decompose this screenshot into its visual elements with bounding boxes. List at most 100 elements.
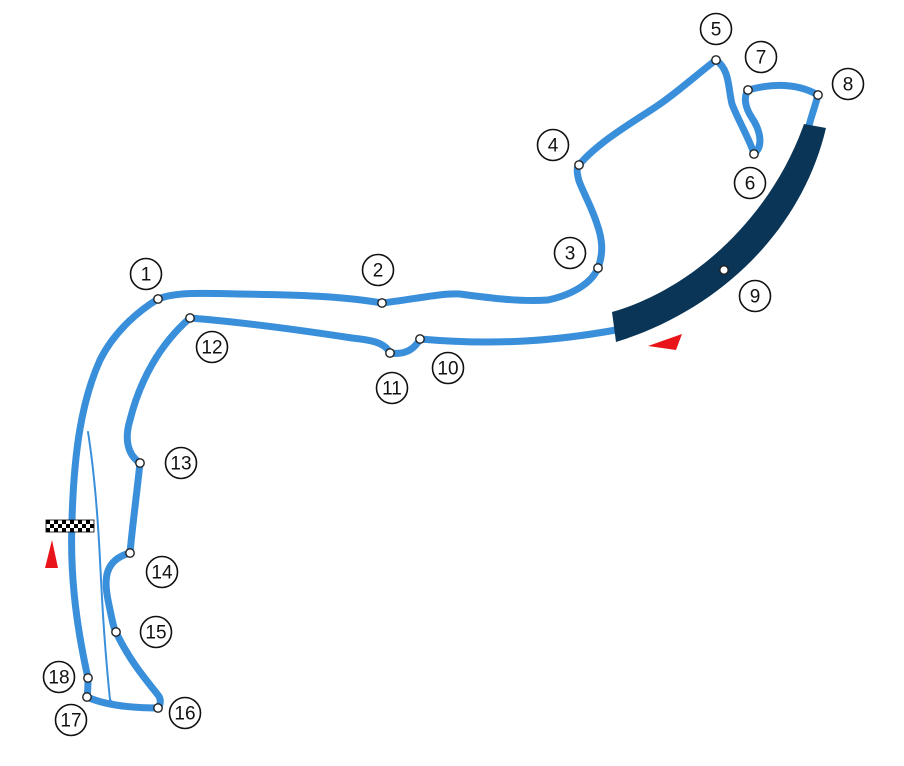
checker-square: [86, 524, 90, 528]
checker-square: [70, 524, 74, 528]
checker-square: [66, 524, 70, 528]
corner-node-15: [111, 627, 121, 637]
corner-label-circle: [831, 67, 865, 101]
corner-label-text: 14: [151, 563, 173, 584]
corner-node-12: [185, 313, 195, 323]
checker-square: [50, 528, 54, 532]
corner-label-text: 5: [711, 20, 722, 41]
corner-label-3: 3: [553, 236, 587, 270]
corner-label-circle: [536, 128, 570, 162]
corner-label-text: 15: [145, 623, 166, 644]
corner-label-circle: [42, 660, 76, 694]
checker-square: [54, 520, 58, 524]
corner-node-7: [743, 85, 753, 95]
corner-node-9: [719, 265, 729, 275]
corner-label-circle: [168, 696, 202, 730]
corner-label-text: 4: [548, 136, 559, 157]
corner-label-7: 7: [744, 40, 778, 74]
checker-square: [70, 528, 74, 532]
corner-node-14: [125, 548, 135, 558]
corner-node-11: [385, 348, 395, 358]
corner-label-circle: [145, 555, 179, 589]
checker-square: [74, 524, 78, 528]
checker-square: [54, 524, 58, 528]
direction-marker-icon: [45, 540, 58, 568]
checker-square: [62, 524, 66, 528]
corner-label-circle: [139, 615, 173, 649]
corner-label-text: 16: [174, 704, 195, 725]
pit-lane: [87, 431, 123, 706]
checker-square: [46, 524, 50, 528]
checker-square: [78, 528, 82, 532]
corner-label-circle: [738, 279, 772, 313]
corner-label-text: 13: [170, 454, 191, 475]
checker-square: [50, 520, 54, 524]
corner-label-text: 7: [756, 48, 767, 69]
checker-border: [45, 519, 95, 533]
corner-node-3: [593, 263, 603, 273]
corner-label-circle: [361, 253, 395, 287]
corner-node-1: [153, 294, 163, 304]
checker-square: [54, 528, 58, 532]
checker-square: [46, 528, 50, 532]
corner-node-4: [574, 160, 584, 170]
corner-label-6: 6: [733, 166, 767, 200]
corner-nodes: [82, 55, 823, 713]
tunnel-section: [612, 124, 826, 342]
checker-square: [70, 520, 74, 524]
corner-label-18: 18: [42, 660, 76, 694]
corner-node-16: [153, 703, 163, 713]
checker-square: [66, 520, 70, 524]
corner-label-text: 8: [843, 75, 854, 96]
corner-label-4: 4: [536, 128, 570, 162]
corner-label-circle: [733, 166, 767, 200]
corner-label-text: 12: [201, 338, 222, 359]
corner-label-text: 10: [437, 359, 458, 380]
checker-square: [86, 528, 90, 532]
corner-label-text: 3: [565, 244, 576, 265]
checker-square: [66, 528, 70, 532]
corner-label-text: 9: [750, 287, 761, 308]
corner-label-circle: [431, 351, 465, 385]
corner-node-10: [415, 334, 425, 344]
corner-node-8: [813, 90, 823, 100]
checker-square: [90, 524, 94, 528]
corner-label-11: 11: [375, 371, 409, 405]
corner-label-16: 16: [168, 696, 202, 730]
corner-node-13: [135, 458, 145, 468]
corner-label-12: 12: [195, 330, 229, 364]
corner-node-5: [711, 55, 721, 65]
corner-label-text: 18: [48, 668, 69, 689]
corner-label-8: 8: [831, 67, 865, 101]
corner-label-1: 1: [129, 257, 163, 291]
corner-label-text: 6: [745, 174, 756, 195]
corner-label-17: 17: [54, 703, 88, 737]
checker-square: [82, 528, 86, 532]
checker-square: [78, 520, 82, 524]
checker-square: [74, 520, 78, 524]
checker-square: [74, 528, 78, 532]
corner-node-17: [82, 692, 92, 702]
checker-square: [58, 524, 62, 528]
checker-square: [62, 520, 66, 524]
corner-label-13: 13: [164, 446, 198, 480]
corner-label-text: 2: [373, 261, 384, 282]
corner-label-circle: [164, 446, 198, 480]
corner-node-6: [749, 149, 759, 159]
checker-square: [78, 524, 82, 528]
corner-label-circle: [699, 12, 733, 46]
corner-label-text: 11: [382, 379, 402, 400]
corner-label-circle: [553, 236, 587, 270]
corner-node-2: [377, 298, 387, 308]
corner-label-circle: [54, 703, 88, 737]
corner-label-9: 9: [738, 279, 772, 313]
checker-square: [46, 520, 50, 524]
corner-label-text: 17: [60, 711, 81, 732]
checker-square: [90, 520, 94, 524]
corner-label-10: 10: [431, 351, 465, 385]
race-track: [68, 56, 822, 712]
checker-square: [82, 524, 86, 528]
corner-label-5: 5: [699, 12, 733, 46]
